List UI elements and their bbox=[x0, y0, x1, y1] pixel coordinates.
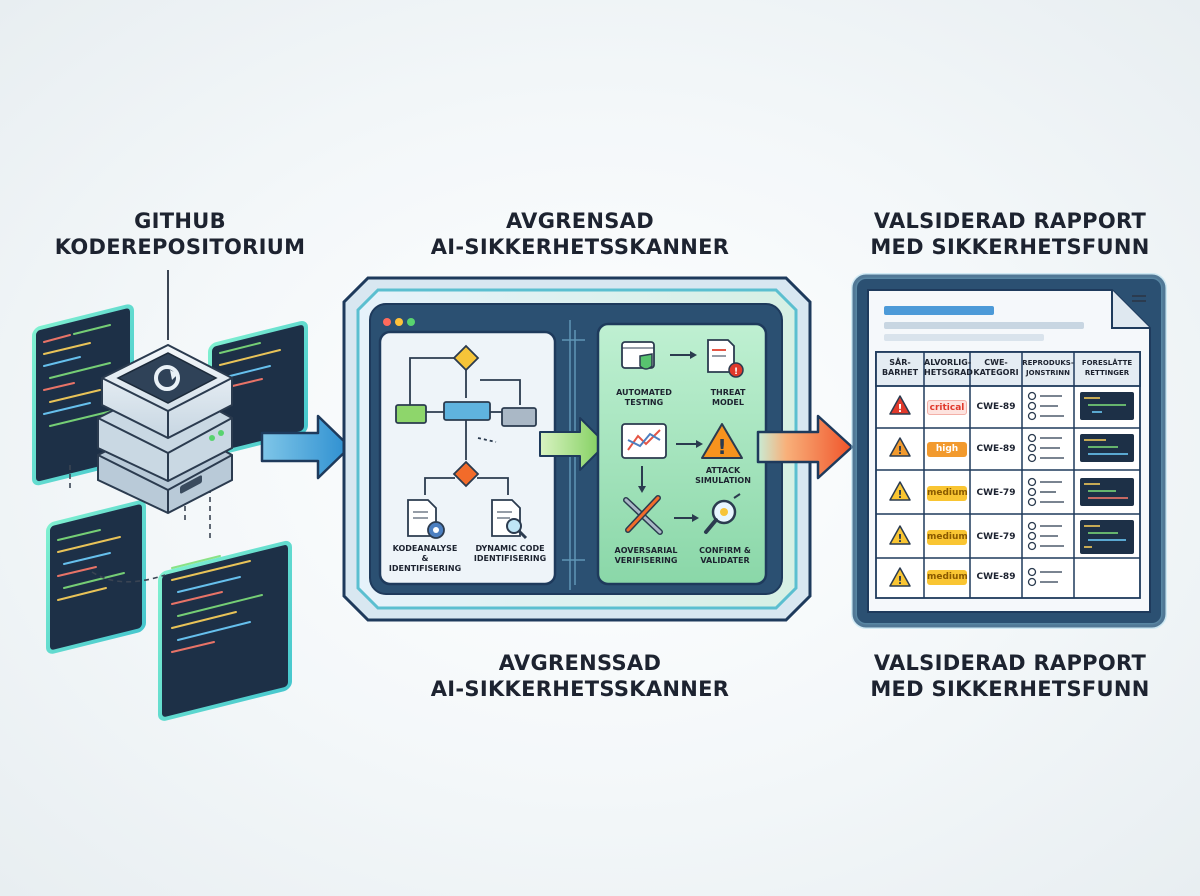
warning-icon: ! bbox=[889, 525, 911, 545]
label-automated-testing: AUTOMATED TESTING bbox=[616, 388, 672, 407]
cwe-value: CWE-89 bbox=[976, 572, 1016, 582]
cwe-value: CWE-79 bbox=[976, 488, 1016, 498]
severity-badge: medium bbox=[927, 570, 968, 585]
threat-model-icon: ! bbox=[707, 339, 744, 378]
label-confirm: CONFIRM & VALIDATER bbox=[699, 546, 751, 565]
header-cwe: CWE-KATEGORI bbox=[973, 358, 1019, 377]
label-threat-model: THREAT MODEL bbox=[710, 388, 746, 407]
report-title-top: VALSIDERAD RAPPORT MED SIKKERHETSFUNN bbox=[870, 209, 1150, 259]
svg-text:!: ! bbox=[897, 532, 902, 545]
decision-icon bbox=[452, 344, 480, 372]
scanner-title-bottom: AVGRENSSAD AI-SIKKERHETSSKANNER bbox=[430, 651, 730, 701]
severity-badge: medium bbox=[927, 530, 968, 545]
label-attack-simulation: ATTACK SIMULATION bbox=[695, 466, 751, 485]
svg-text:!: ! bbox=[897, 574, 902, 587]
repo-title: GITHUB KODEREPOSITORIUM bbox=[54, 209, 306, 259]
label-code-analysis: KODEANALYSE & IDENTIFISERING bbox=[388, 544, 462, 573]
code-window-bottom-right bbox=[158, 540, 292, 721]
github-icon bbox=[154, 365, 180, 391]
code-snippet bbox=[1080, 478, 1134, 506]
attack-warning-icon: ! bbox=[701, 423, 743, 459]
code-snippet bbox=[1080, 392, 1134, 420]
code-snippet bbox=[1080, 520, 1134, 554]
report-header-bar bbox=[884, 306, 994, 315]
svg-text:!: ! bbox=[897, 444, 902, 457]
severity-badge: medium bbox=[927, 486, 968, 501]
svg-text:!: ! bbox=[897, 488, 902, 501]
label-dynamic-code: DYNAMIC CODE IDENTIFISERING bbox=[473, 544, 547, 563]
cwe-value: CWE-79 bbox=[976, 532, 1016, 542]
cwe-value: CWE-89 bbox=[976, 402, 1016, 412]
warning-icon: ! bbox=[889, 481, 911, 501]
dynamic-code-icon bbox=[491, 499, 528, 540]
svg-text:!: ! bbox=[717, 435, 726, 459]
header-repro: REPRODUKS-JONSTRINN bbox=[1022, 359, 1074, 377]
server-stack bbox=[97, 343, 233, 515]
header-vulnerability: SÅR-BARHET bbox=[881, 358, 919, 377]
warning-icon: ! bbox=[889, 567, 911, 587]
severity-badge: critical bbox=[927, 400, 967, 415]
warning-icon: ! bbox=[889, 395, 911, 415]
svg-text:!: ! bbox=[897, 402, 902, 415]
code-window-bottom-left bbox=[46, 500, 146, 654]
automated-testing-icon bbox=[621, 341, 655, 370]
findings-table bbox=[875, 351, 1141, 599]
report-title-bottom: VALSIDERAD RAPPORT MED SIKKERHETSFUNN bbox=[870, 651, 1150, 701]
scanner-title-top: AVGRENSAD AI-SIKKERHETSSKANNER bbox=[430, 209, 730, 259]
svg-text:!: ! bbox=[734, 367, 738, 377]
code-snippet bbox=[1080, 434, 1134, 462]
confirm-magnifier-icon bbox=[704, 493, 741, 534]
code-analysis-icon bbox=[407, 499, 445, 539]
chart-icon bbox=[621, 423, 667, 459]
warning-icon: ! bbox=[889, 437, 911, 457]
cwe-value: CWE-89 bbox=[976, 444, 1016, 454]
label-adversarial: AOVERSARIAL VERIFISERING bbox=[614, 546, 678, 565]
header-severity: ALVORLIG-HETSGRAD bbox=[924, 358, 973, 377]
arrow-to-validation bbox=[539, 417, 607, 471]
tools-icon bbox=[623, 495, 663, 535]
severity-badge: high bbox=[927, 442, 967, 457]
